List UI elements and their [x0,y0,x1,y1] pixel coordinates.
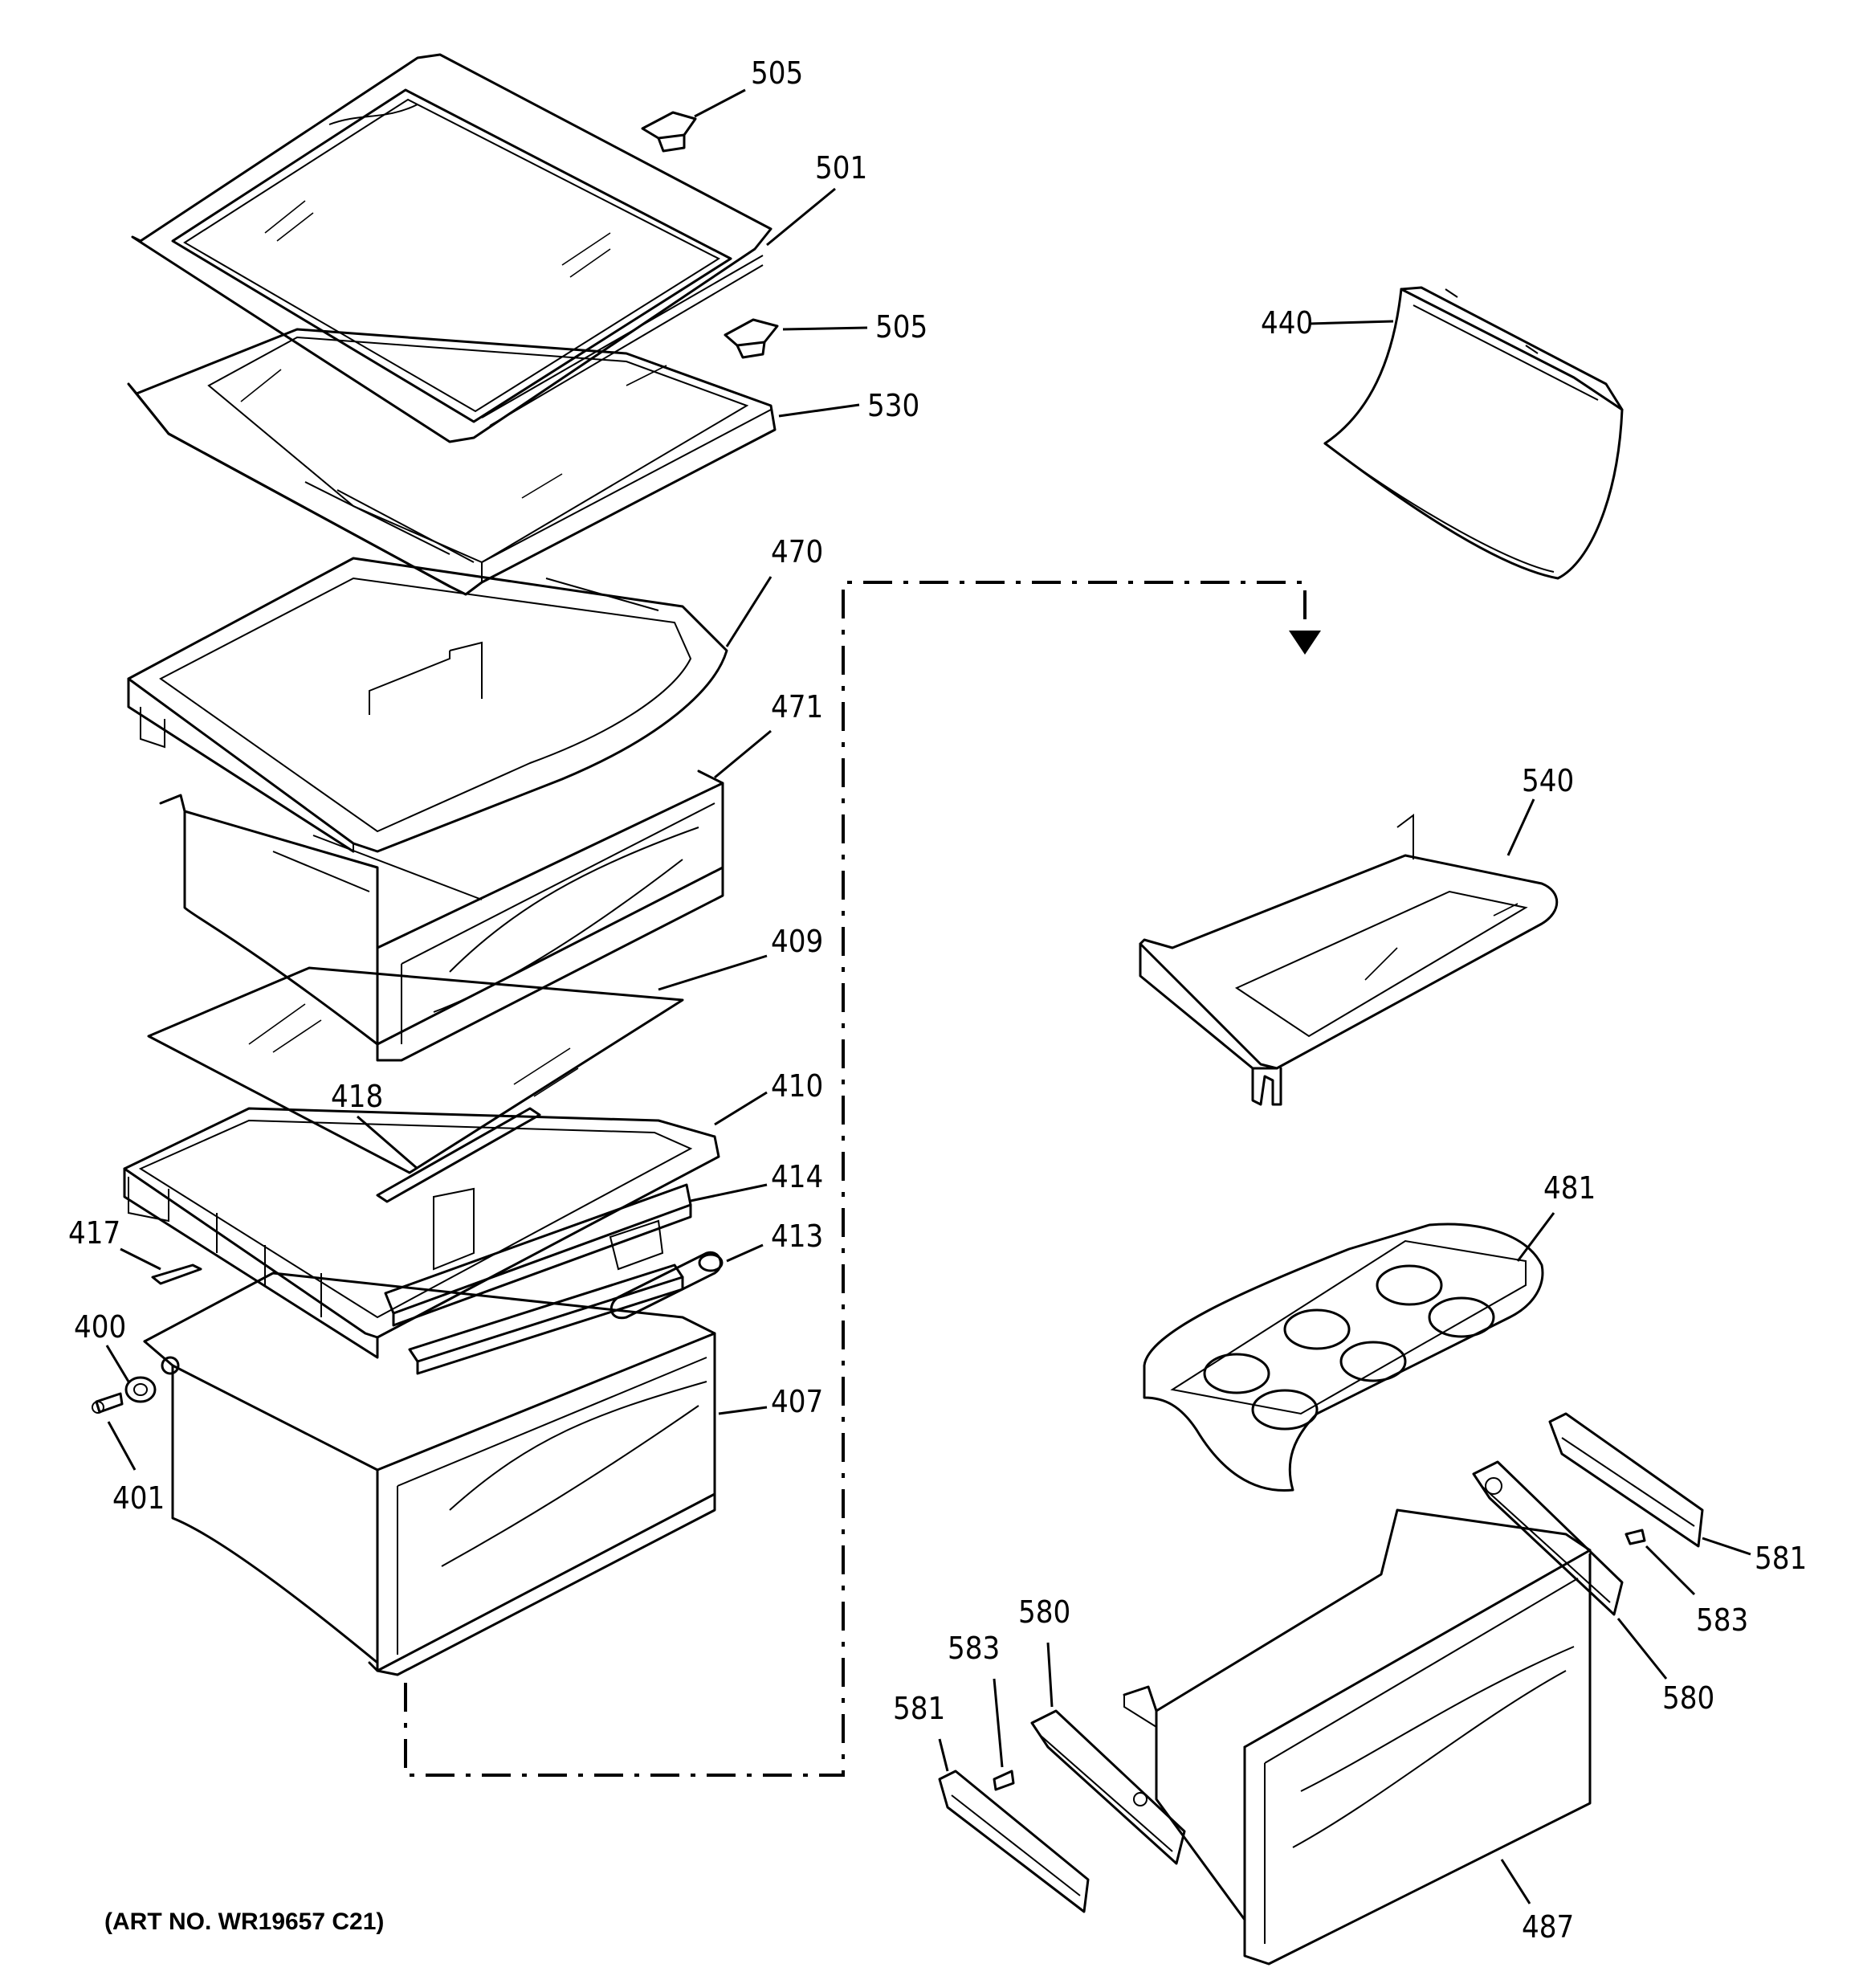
callout-400: 400 [74,1309,126,1345]
part-470-drawer-cover [127,557,728,853]
callout-583-left: 583 [948,1631,1000,1666]
part-440-curved-cover [1323,286,1624,580]
callout-471: 471 [771,689,823,725]
callout-581-right: 581 [1755,1541,1807,1576]
part-409-glass-panel [147,966,684,1174]
part-505-clip-middle [724,318,779,359]
part-530-shelf-frame [127,328,777,596]
callout-407: 407 [771,1384,823,1419]
part-417-rod [151,1263,202,1285]
part-418-rod [376,1107,541,1203]
relocation-arrow-icon [1289,631,1321,655]
callout-413: 413 [771,1219,823,1254]
part-580-slide-left [1030,1709,1186,1865]
callout-417: 417 [68,1215,120,1251]
part-401-screw [92,1392,124,1414]
part-471-upper-drawer [159,769,724,1062]
part-581-rail-right [1548,1412,1704,1548]
callout-505-top: 505 [751,55,803,91]
callout-540: 540 [1522,763,1574,798]
callout-401: 401 [112,1480,165,1516]
part-400-roller [124,1376,157,1403]
callout-583-right: 583 [1696,1602,1748,1638]
callout-580-right: 580 [1662,1680,1714,1716]
part-487-pan-drawer [1123,1508,1592,1966]
callout-470: 470 [771,534,823,569]
callout-501: 501 [815,150,867,186]
art-number: (ART NO. WR19657 C21) [104,1908,384,1935]
part-bar-under-frame [408,1263,684,1375]
callout-505-middle: 505 [875,309,927,345]
leader-lines [105,88,1751,1904]
callout-409: 409 [771,924,823,959]
callout-530: 530 [867,388,919,423]
part-581-rail-left [938,1770,1090,1913]
callout-581-left: 581 [893,1691,945,1726]
part-540-small-shelf [1139,814,1559,1106]
relocation-dash-path [404,581,1307,1777]
part-481-egg-tray [1143,1223,1544,1492]
part-583-screw-left [993,1770,1015,1791]
part-501-glass-shelf [131,53,773,443]
part-410-frame [123,1107,720,1359]
callout-487: 487 [1522,1909,1574,1945]
callout-418: 418 [331,1079,383,1114]
part-580-slide-right [1472,1460,1624,1616]
part-505-clip-top [641,111,697,153]
callout-481: 481 [1543,1170,1596,1206]
callout-labels: 505 501 505 530 440 470 471 540 409 418 … [68,55,1807,1945]
part-414-front-trim [384,1183,692,1327]
part-413-handle [609,1219,724,1320]
callout-410: 410 [771,1068,823,1104]
callout-580-left: 580 [1018,1594,1070,1630]
callout-440: 440 [1261,305,1313,341]
part-583-screw-right [1625,1529,1646,1545]
part-407-lower-drawer [143,1272,716,1676]
callout-414: 414 [771,1159,823,1194]
